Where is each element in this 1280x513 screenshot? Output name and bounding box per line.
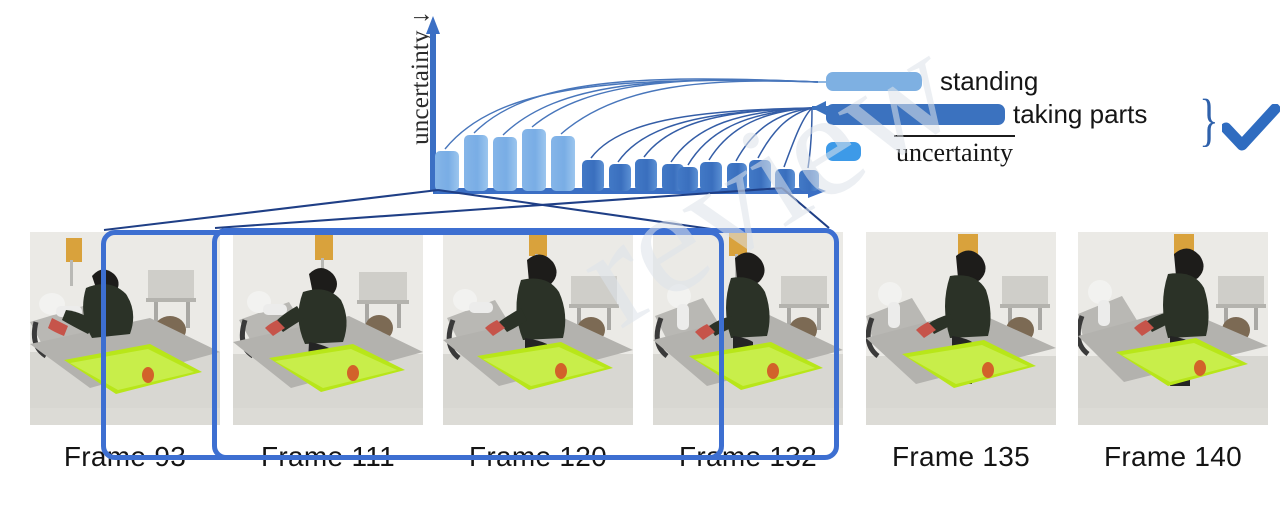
legend-row-taking-parts[interactable]: taking parts [826, 99, 1147, 130]
bar-group-dark [582, 159, 819, 191]
flow-curves-taking [590, 107, 813, 169]
uncertainty-legend-label: uncertainty [894, 135, 1015, 168]
frame-caption: Frame 120 [468, 441, 608, 472]
prediction-legend: standing taking parts uncertainty } [820, 58, 1280, 178]
taking-parts-bar [826, 104, 1005, 125]
uncertainty-chart: uncertainty ↓ [388, 4, 848, 209]
checkmark-icon [1222, 104, 1280, 151]
frame-image [866, 232, 1056, 425]
legend-row-standing[interactable]: standing [826, 66, 1038, 97]
bar-group-light [435, 129, 575, 191]
frame-thumbnail[interactable] [866, 232, 1056, 425]
frame-cell[interactable]: Frame 93 [30, 232, 220, 473]
frame-thumbnail[interactable] [1078, 232, 1268, 425]
frame-caption: Frame 140 [1103, 441, 1243, 472]
filmstrip: Frame 93 [0, 232, 1280, 513]
standing-label: standing [940, 66, 1039, 96]
frame-thumbnail[interactable] [443, 232, 633, 425]
frame-image [1078, 232, 1268, 425]
frame-thumbnail[interactable] [233, 232, 423, 425]
standing-bar [826, 72, 922, 91]
frame-image [443, 232, 633, 425]
frame-thumbnail[interactable] [653, 232, 843, 425]
frame-image [233, 232, 423, 425]
frame-cell[interactable]: Frame 135 [866, 232, 1056, 473]
frame-caption: Frame 93 [63, 441, 187, 472]
frame-caption: Frame 135 [891, 441, 1031, 472]
frame-image [653, 232, 843, 425]
flow-curves-standing [444, 78, 819, 150]
taking-parts-label: taking parts [1013, 99, 1148, 129]
legend-row-uncertainty[interactable]: uncertainty [826, 135, 1015, 168]
frame-cell[interactable]: Frame 120 [443, 232, 633, 473]
brace-glyph: } [1199, 87, 1219, 152]
frame-cell[interactable]: Frame 132 [653, 232, 843, 473]
frame-caption: Frame 111 [261, 441, 395, 472]
frame-caption: Frame 132 [678, 441, 818, 472]
frame-image [30, 232, 220, 425]
frame-cell[interactable]: Frame 111 [233, 232, 423, 473]
uncertainty-bar [826, 142, 861, 161]
frame-cell[interactable]: Frame 140 [1078, 232, 1268, 473]
chart-svg [426, 16, 848, 198]
frame-thumbnail[interactable] [30, 232, 220, 425]
